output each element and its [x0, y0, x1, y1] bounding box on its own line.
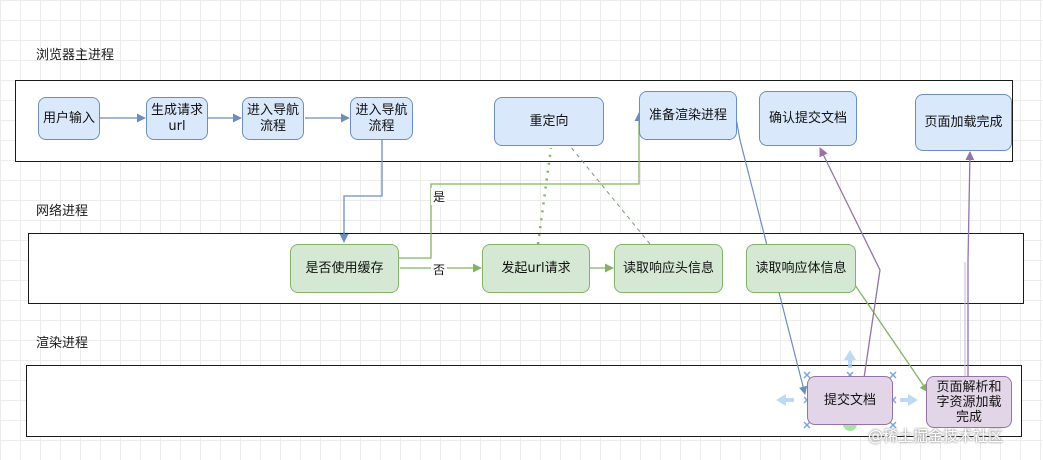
node-read-body[interactable]: 读取响应体信息	[746, 244, 856, 293]
lane-label-network: 网络进程	[36, 204, 89, 219]
edge-label-yes: 是	[431, 188, 448, 205]
node-use-cache[interactable]: 是否使用缓存	[290, 244, 399, 293]
node-submit-doc[interactable]: 提交文档	[807, 376, 893, 425]
node-user-input[interactable]: 用户输入	[38, 97, 100, 140]
node-gen-url[interactable]: 生成请求 url	[146, 97, 208, 140]
lane-label-browser: 浏览器主进程	[36, 48, 115, 63]
node-read-header[interactable]: 读取响应头信息	[614, 244, 723, 293]
node-nav-1[interactable]: 进入导航 流程	[242, 97, 304, 140]
node-page-done[interactable]: 页面加载完成	[915, 94, 1012, 151]
lane-label-render: 渲染进程	[36, 336, 89, 351]
node-redirect[interactable]: 重定向	[494, 97, 604, 146]
watermark: @稀土掘金技术社区	[868, 427, 1004, 445]
node-nav-2[interactable]: 进入导航 流程	[350, 97, 413, 140]
node-parse-done[interactable]: 页面解析和 字资源加载 完成	[926, 376, 1012, 428]
edge-label-no: 否	[431, 261, 448, 278]
node-confirm-submit[interactable]: 确认提交文档	[759, 91, 857, 146]
node-prepare-render[interactable]: 准备渲染进程	[639, 91, 737, 140]
edge-request-redirect-dotted	[536, 147, 553, 245]
node-send-request[interactable]: 发起url请求	[482, 244, 590, 293]
